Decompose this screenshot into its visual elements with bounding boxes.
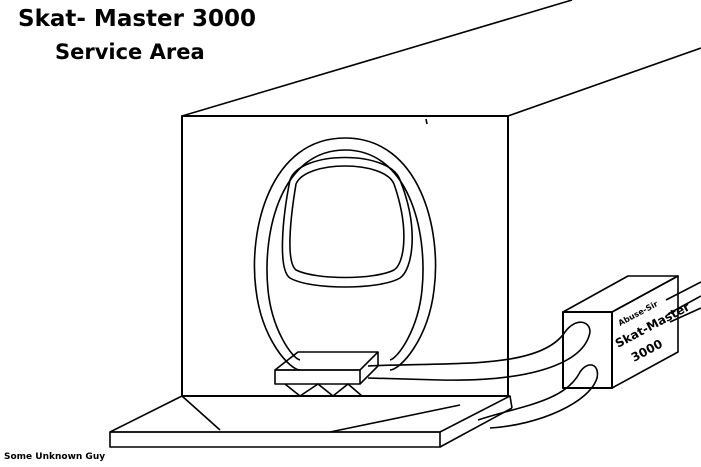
title-line-1: Skat- Master 3000 [18, 6, 256, 32]
egg-loop [253, 137, 437, 371]
nozzle-unit [274, 351, 379, 397]
floor-platform [109, 395, 513, 448]
title-line-2: Service Area [55, 40, 205, 64]
author-credit: Some Unknown Guy [4, 452, 106, 462]
skat-master-box: Abuse-Sir Skat-Master 3000 [562, 275, 692, 389]
hoses [367, 281, 701, 429]
